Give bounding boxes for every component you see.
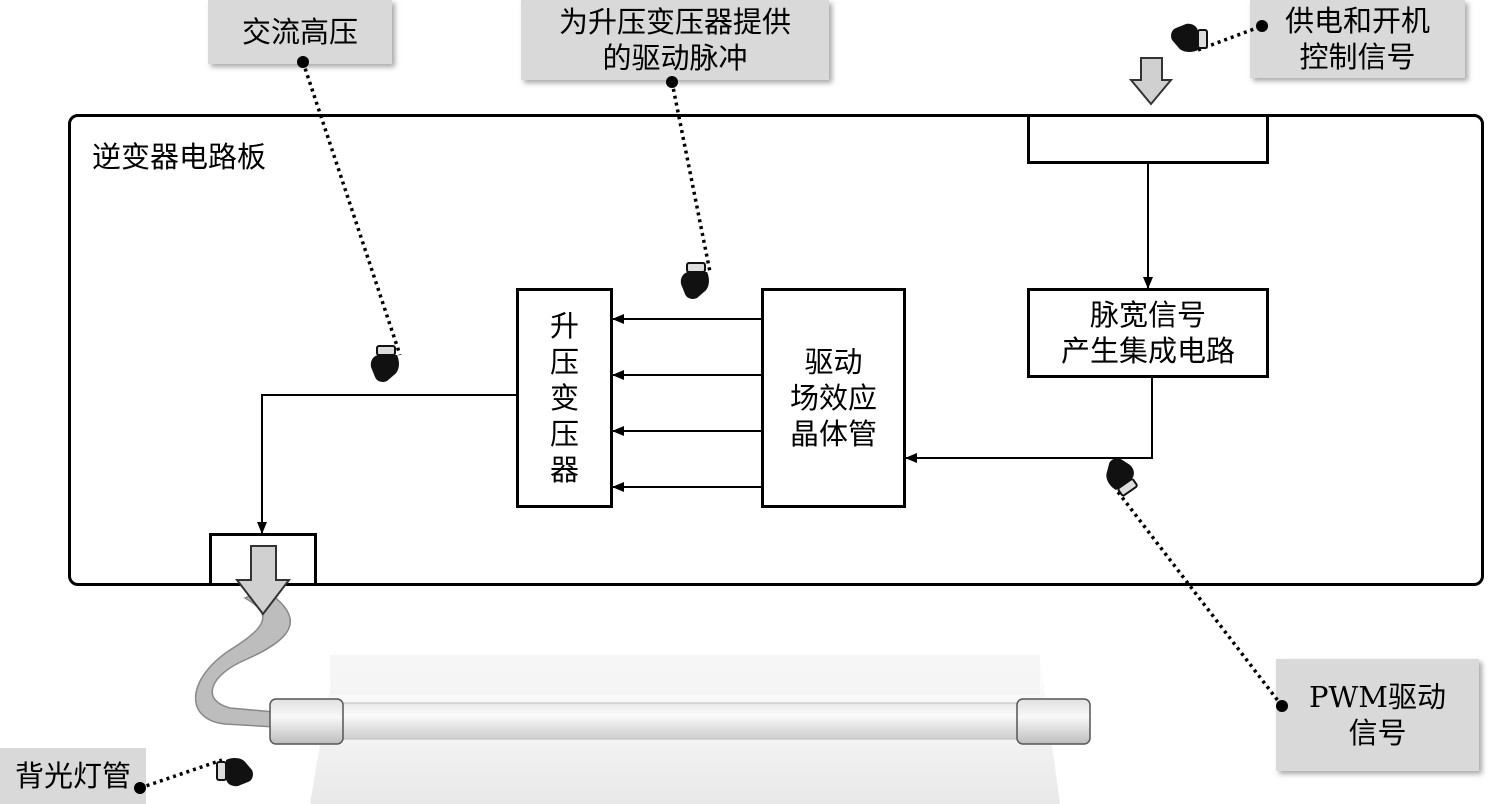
pointing-hand-icon [369,345,400,383]
callout-drive-pulse-line1: 为升压变压器提供 [558,5,791,39]
dot-marker-icon [134,20,1288,794]
callout-ac-high-voltage-text: 交流高压 [241,15,358,49]
callout-pwm-signal-line1: PWM驱动 [1308,680,1446,714]
transformer-char: 器 [549,453,579,487]
pointing-hand-icon [1097,451,1144,500]
pwm-ic-block: 脉宽信号 产生集成电路 [1027,288,1269,378]
tube-cap-right [1016,698,1091,745]
callout-power-control-line2: 控制信号 [1299,40,1416,74]
callout-ac-high-voltage: 交流高压 [208,0,392,64]
callout-drive-pulse-line2: 的驱动脉冲 [602,41,748,75]
tube-cap-left [269,698,344,745]
hollow-down-arrow-icon [234,545,292,616]
fet-label-line1: 驱动 [804,345,863,379]
transformer-char: 压 [549,345,579,379]
callout-pwm-signal: PWM驱动 信号 [1276,659,1479,771]
pwm-ic-line1: 脉宽信号 [1089,298,1206,332]
backlight-tube-body [334,702,1026,740]
step-up-transformer-block: 升 压 变 压 器 [516,288,613,508]
callout-power-control: 供电和开机 控制信号 [1250,0,1465,78]
callout-drive-pulse: 为升压变压器提供 的驱动脉冲 [521,0,829,80]
callout-power-control-line1: 供电和开机 [1284,4,1430,38]
pointing-hand-icon [679,262,710,300]
callout-pwm-signal-line2: 信号 [1348,716,1407,750]
pointing-hand-icon [1170,22,1208,53]
hollow-down-arrow-icon [1128,57,1174,106]
fet-label-line3: 晶体管 [789,417,877,451]
transformer-char: 升 [549,309,579,343]
transformer-char: 变 [549,381,579,415]
drive-fet-block: 驱动 场效应 晶体管 [761,288,906,508]
board-title: 逆变器电路板 [92,140,267,174]
transformer-char: 压 [549,417,579,451]
pointing-hand-icon [216,757,254,788]
power-connector [1027,114,1269,164]
callout-backlight-tube: 背光灯管 [0,748,146,804]
callout-backlight-tube-text: 背光灯管 [14,759,131,793]
pwm-ic-line2: 产生集成电路 [1060,334,1235,368]
fet-label-line2: 场效应 [789,381,877,415]
